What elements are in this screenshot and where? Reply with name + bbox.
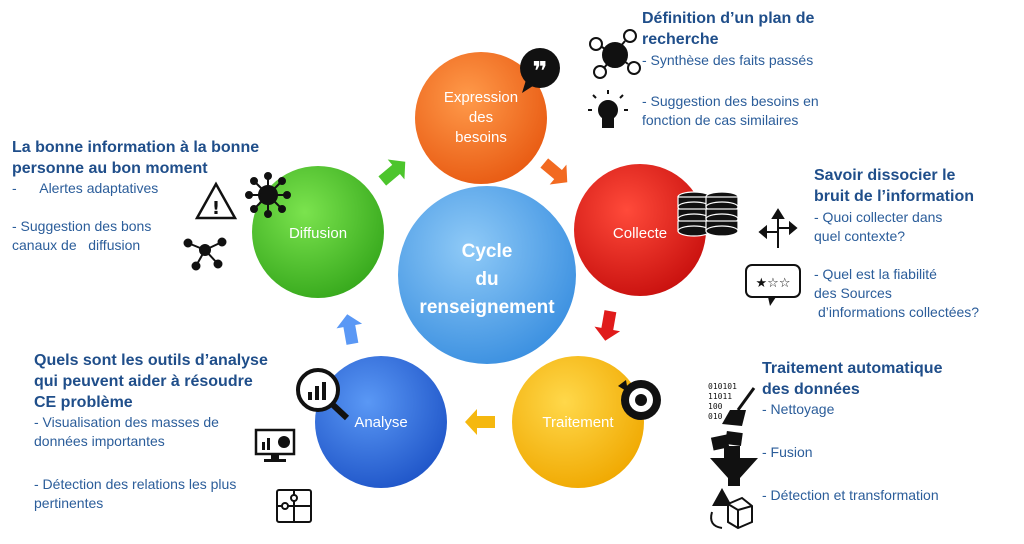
database-icon xyxy=(677,191,739,237)
social-graph-icon xyxy=(183,237,227,271)
arrow-traitement-to-analyse xyxy=(465,409,495,435)
outils-item-0: - Visualisation des masses de xyxy=(34,414,219,430)
analyse-line-0: Analyse xyxy=(354,414,408,431)
diffusion-line-0: Diffusion xyxy=(288,225,348,242)
bruit-item-1: quel contexte? xyxy=(814,228,906,244)
data-cleaning-icon: 010101 11011 100 010 xyxy=(708,382,756,426)
center-line-2: renseignement xyxy=(419,297,555,318)
quote-bubble-icon: ❞ xyxy=(520,48,560,93)
binary-line-0: 010101 xyxy=(708,382,737,391)
arrow-diffusion-to-expression xyxy=(378,159,406,186)
bruit-heading-0: Savoir dissocier le xyxy=(814,167,956,184)
arrow-analyse-to-diffusion xyxy=(336,314,363,345)
bonne-item-0: - Alertes adaptatives xyxy=(12,180,159,196)
traitement-item-0: - Nettoyage xyxy=(762,401,835,417)
binary-line-2: 100 xyxy=(708,402,723,411)
binary-line-1: 11011 xyxy=(708,392,732,401)
traitement-heading-0: Traitement automatique xyxy=(762,360,943,377)
bruit-item-0: - Quoi collecter dans xyxy=(814,209,943,225)
bonne-block: La bonne information à la bonne personne… xyxy=(12,137,292,255)
transform-shapes-icon xyxy=(710,488,753,530)
svg-text:!: ! xyxy=(212,198,220,219)
analyse-circle xyxy=(315,356,447,488)
lightbulb-icon xyxy=(588,90,628,128)
network-brain-icon xyxy=(589,29,641,79)
traitement-item-1: - Fusion xyxy=(762,444,813,460)
plan-heading-0: Définition d’un plan de xyxy=(642,10,815,27)
warning-icon: ! xyxy=(194,181,238,220)
directions-icon xyxy=(758,208,798,248)
bruit-item-2: - Quel est la fiabilité xyxy=(814,266,937,282)
binary-line-3: 010 xyxy=(708,412,723,421)
outils-block: Quels sont les outils d’analyse qui peuv… xyxy=(34,350,304,513)
expression-line-2: besoins xyxy=(455,129,507,146)
arrow-collecte-to-traitement xyxy=(594,310,621,341)
puzzle-icon xyxy=(276,489,312,523)
bonne-heading-0: La bonne information à la bonne xyxy=(12,139,260,156)
collecte-circle xyxy=(574,164,706,296)
arrow-expression-to-collecte xyxy=(540,158,568,185)
plan-block: Définition d’un plan de recherche - Synt… xyxy=(642,8,872,130)
funnel-icon xyxy=(710,458,758,486)
plan-item-1: - Suggestion des besoins en xyxy=(642,93,819,109)
bonne-item-2: canaux de diffusion xyxy=(12,237,141,253)
collecte-line-0: Collecte xyxy=(612,225,668,242)
bruit-item-3: des Sources xyxy=(814,285,892,301)
bruit-item-4: d’informations collectées? xyxy=(818,304,980,320)
images-stack-icon xyxy=(710,430,743,459)
gear-cycle-icon xyxy=(618,380,661,420)
bruit-heading-1: bruit de l’information xyxy=(814,188,974,205)
traitement-label: Traitement xyxy=(528,413,628,433)
magnifier-chart-icon xyxy=(296,368,350,421)
collecte-label: Collecte xyxy=(590,224,690,244)
plan-heading-1: recherche xyxy=(642,31,719,48)
outils-heading-0: Quels sont les outils d’analyse xyxy=(34,352,268,369)
outils-item-2: - Détection des relations les plus xyxy=(34,476,237,492)
traitement-heading-1: des données xyxy=(762,381,860,398)
rating-stars-icon: ★☆☆ xyxy=(745,264,801,306)
diffusion-circle xyxy=(252,166,384,298)
center-line-0: Cycle xyxy=(461,241,513,262)
traitement-circle xyxy=(512,356,644,488)
bonne-item-1: - Suggestion des bons xyxy=(12,218,152,234)
svg-text:❞: ❞ xyxy=(532,57,547,87)
expression-line-1: des xyxy=(468,109,494,126)
plan-item-0: - Synthèse des faits passés xyxy=(642,52,814,68)
analyse-label: Analyse xyxy=(331,413,431,433)
outils-item-3: pertinentes xyxy=(34,495,104,511)
bruit-block: Savoir dissocier le bruit de l’informati… xyxy=(814,165,1019,322)
plan-item-2: fonction de cas similaires xyxy=(642,112,799,128)
outils-item-1: données importantes xyxy=(34,433,165,449)
expression-label: Expression des besoins xyxy=(421,88,541,148)
outils-heading-2: CE problème xyxy=(34,394,133,411)
traitement-item-2: - Détection et transformation xyxy=(762,487,939,503)
outils-heading-1: qui peuvent aider à résoudre xyxy=(34,373,253,390)
hub-network-icon xyxy=(245,172,291,218)
bonne-heading-1: personne au bon moment xyxy=(12,160,208,177)
center-label: Cycle du renseignement xyxy=(400,238,574,322)
monitor-chart-icon xyxy=(254,428,296,462)
diffusion-label: Diffusion xyxy=(268,224,368,244)
center-circle xyxy=(398,186,576,364)
traitement-line-0: Traitement xyxy=(542,414,614,431)
traitement-block: Traitement automatique des données - Net… xyxy=(762,358,992,505)
expression-circle xyxy=(415,52,547,184)
center-line-1: du xyxy=(475,269,499,290)
svg-text:★☆☆: ★☆☆ xyxy=(756,276,791,291)
expression-line-0: Expression xyxy=(443,89,519,106)
